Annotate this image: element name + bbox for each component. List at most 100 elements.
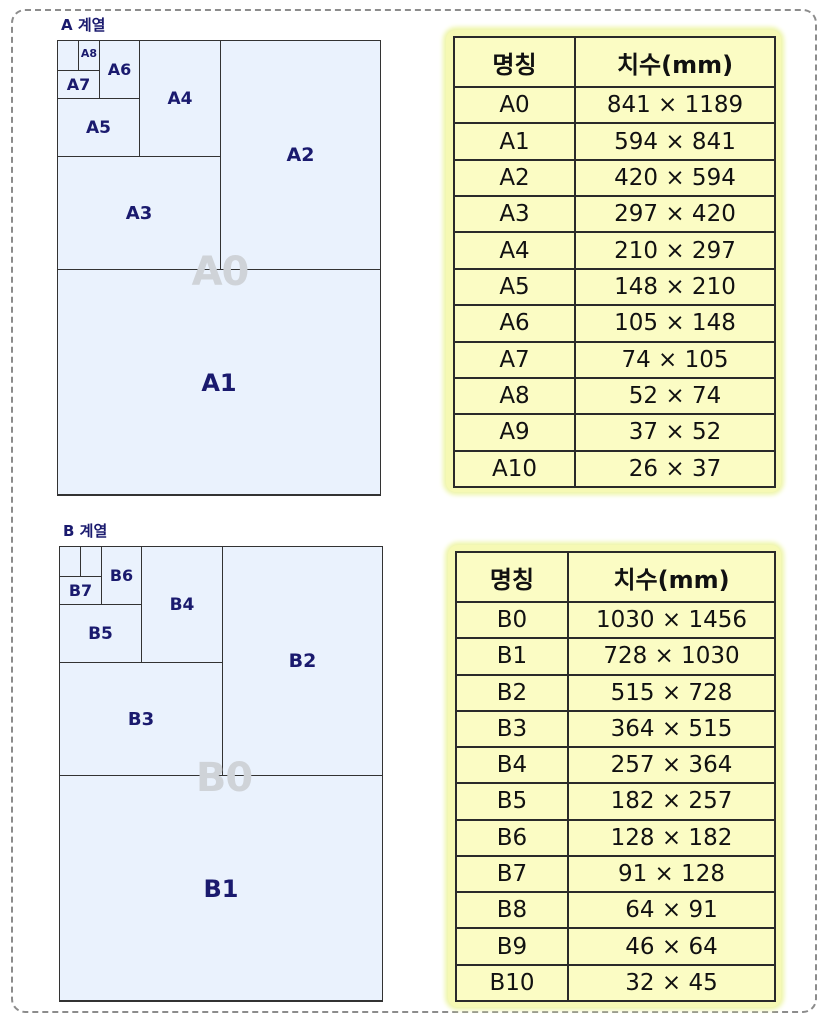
cell-size: 91 × 128 [567,854,776,894]
b3-label: B3 [127,708,155,730]
a5-label: A5 [86,117,111,138]
b5-cell: B5 [59,604,142,663]
b7-label: B7 [68,581,93,600]
a-series-title: A 계열 [61,16,106,34]
cell-name: A4 [453,231,576,270]
header-name: 명칭 [455,551,569,603]
b6-label: B6 [109,566,134,585]
cell-name: A7 [453,340,576,379]
cell-size: 257 × 364 [567,746,776,785]
cell-name: A3 [453,195,576,234]
cell-size: 841 × 1189 [574,85,776,125]
a4-cell: A4 [139,40,221,157]
cell-name: B0 [455,600,569,640]
table-header-row: 명칭 치수(mm) [453,36,776,88]
cell-size: 515 × 728 [567,673,776,712]
b5-label: B5 [88,623,113,644]
cell-size: 594 × 841 [574,122,776,161]
a-series-diagram: A1 A2 A3 A4 A5 A6 A7 A8 A0 [57,40,381,496]
cell-size: 105 × 148 [574,304,776,343]
cell-size: 210 × 297 [574,231,776,270]
cell-size: 46 × 64 [567,927,776,966]
cell-name: A1 [453,122,576,161]
cell-name: A8 [453,376,576,416]
cell-name: A6 [453,304,576,343]
cell-size: 26 × 37 [574,449,776,489]
b1-label: B1 [203,874,239,903]
a7-cell: A7 [57,70,100,99]
a5-cell: A5 [57,98,140,157]
a8-label: A8 [80,47,98,60]
a7-label: A7 [66,75,91,94]
a6-label: A6 [107,60,132,79]
header-name: 명칭 [453,36,576,88]
a0-watermark: A0 [191,249,250,295]
b2-cell: B2 [222,546,383,776]
b7-cell: B7 [59,576,102,605]
b4-cell: B4 [141,546,223,663]
a8-cell: A8 [78,40,100,71]
cell-size: 128 × 182 [567,818,776,857]
header-dimension: 치수(mm) [567,551,776,603]
cell-size: 728 × 1030 [567,637,776,676]
a6-cell: A6 [99,40,140,99]
a1-cell: A1 [57,269,381,496]
cell-size: 32 × 45 [567,963,776,1003]
header-dimension: 치수(mm) [574,36,776,88]
b8-cell [80,546,102,577]
cell-size: 1030 × 1456 [567,600,776,640]
b6-cell: B6 [101,546,142,605]
cell-size: 64 × 91 [567,891,776,930]
table-header-row: 명칭 치수(mm) [455,551,776,603]
a4-label: A4 [167,88,193,109]
cell-name: B6 [455,818,569,857]
cell-size: 420 × 594 [574,158,776,198]
cell-name: B3 [455,709,569,749]
cell-name: B9 [455,927,569,966]
a2-cell: A2 [220,40,381,270]
cell-name: B2 [455,673,569,712]
a2-label: A2 [286,144,315,166]
a3-label: A3 [125,202,153,224]
cell-name: A0 [453,85,576,125]
cell-name: A9 [453,413,576,452]
cell-size: 52 × 74 [574,376,776,416]
cell-size: 364 × 515 [567,709,776,749]
cell-size: 37 × 52 [574,413,776,452]
cell-name: B1 [455,637,569,676]
b-series-title: B 계열 [63,522,108,540]
cell-name: B10 [455,963,569,1003]
cell-name: A10 [453,449,576,489]
b2-label: B2 [288,650,317,672]
cell-size: 297 × 420 [574,195,776,234]
cell-size: 182 × 257 [567,782,776,821]
cell-name: B8 [455,891,569,930]
dashed-frame [11,9,817,1013]
a1-label: A1 [201,368,237,397]
cell-name: B4 [455,746,569,785]
b-series-diagram: B1 B2 B3 B4 B5 B6 B7 B0 [59,546,383,1002]
b0-watermark: B0 [195,755,253,801]
